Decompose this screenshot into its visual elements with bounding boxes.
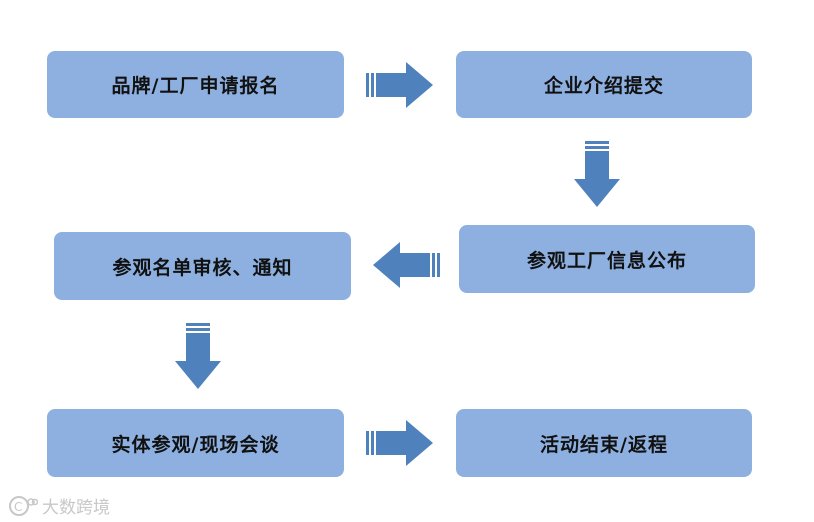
step-visitor-list-review-notify: 参观名单审核、通知	[54, 232, 351, 300]
arrow-right-icon	[366, 420, 433, 466]
arrow-left-icon	[373, 242, 440, 288]
step-factory-visit-info-publish: 参观工厂信息公布	[459, 225, 755, 293]
step-brand-factory-signup: 品牌/工厂申请报名	[47, 51, 344, 118]
arrow-down-icon	[574, 141, 620, 207]
step-event-end-return: 活动结束/返程	[456, 409, 752, 477]
arrow-down-icon	[175, 323, 221, 389]
arrow-right-icon	[366, 62, 433, 108]
watermark-logo-icon: C	[9, 495, 38, 516]
step-company-intro-submit: 企业介绍提交	[456, 51, 752, 118]
watermark: C 大数跨境	[8, 493, 110, 518]
watermark-text: 大数跨境	[42, 498, 110, 518]
step-onsite-visit-meeting: 实体参观/现场会谈	[47, 409, 344, 477]
svg-text:C: C	[14, 500, 22, 514]
